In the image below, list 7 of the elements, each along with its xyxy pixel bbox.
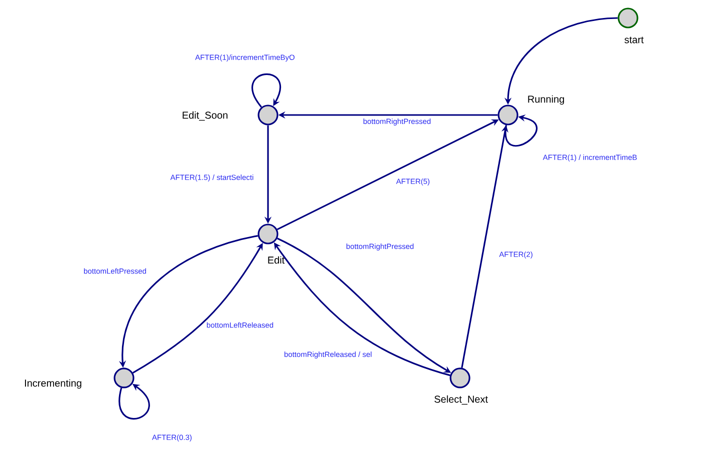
state-name: Edit xyxy=(268,256,285,264)
state-name: start xyxy=(624,36,644,44)
state-name: Edit_Soon xyxy=(182,111,228,121)
state-name: Incrementing xyxy=(25,379,82,389)
state-name: Select_Next xyxy=(434,395,488,405)
transition-arrow xyxy=(252,74,281,108)
state-name: Running xyxy=(528,95,564,105)
